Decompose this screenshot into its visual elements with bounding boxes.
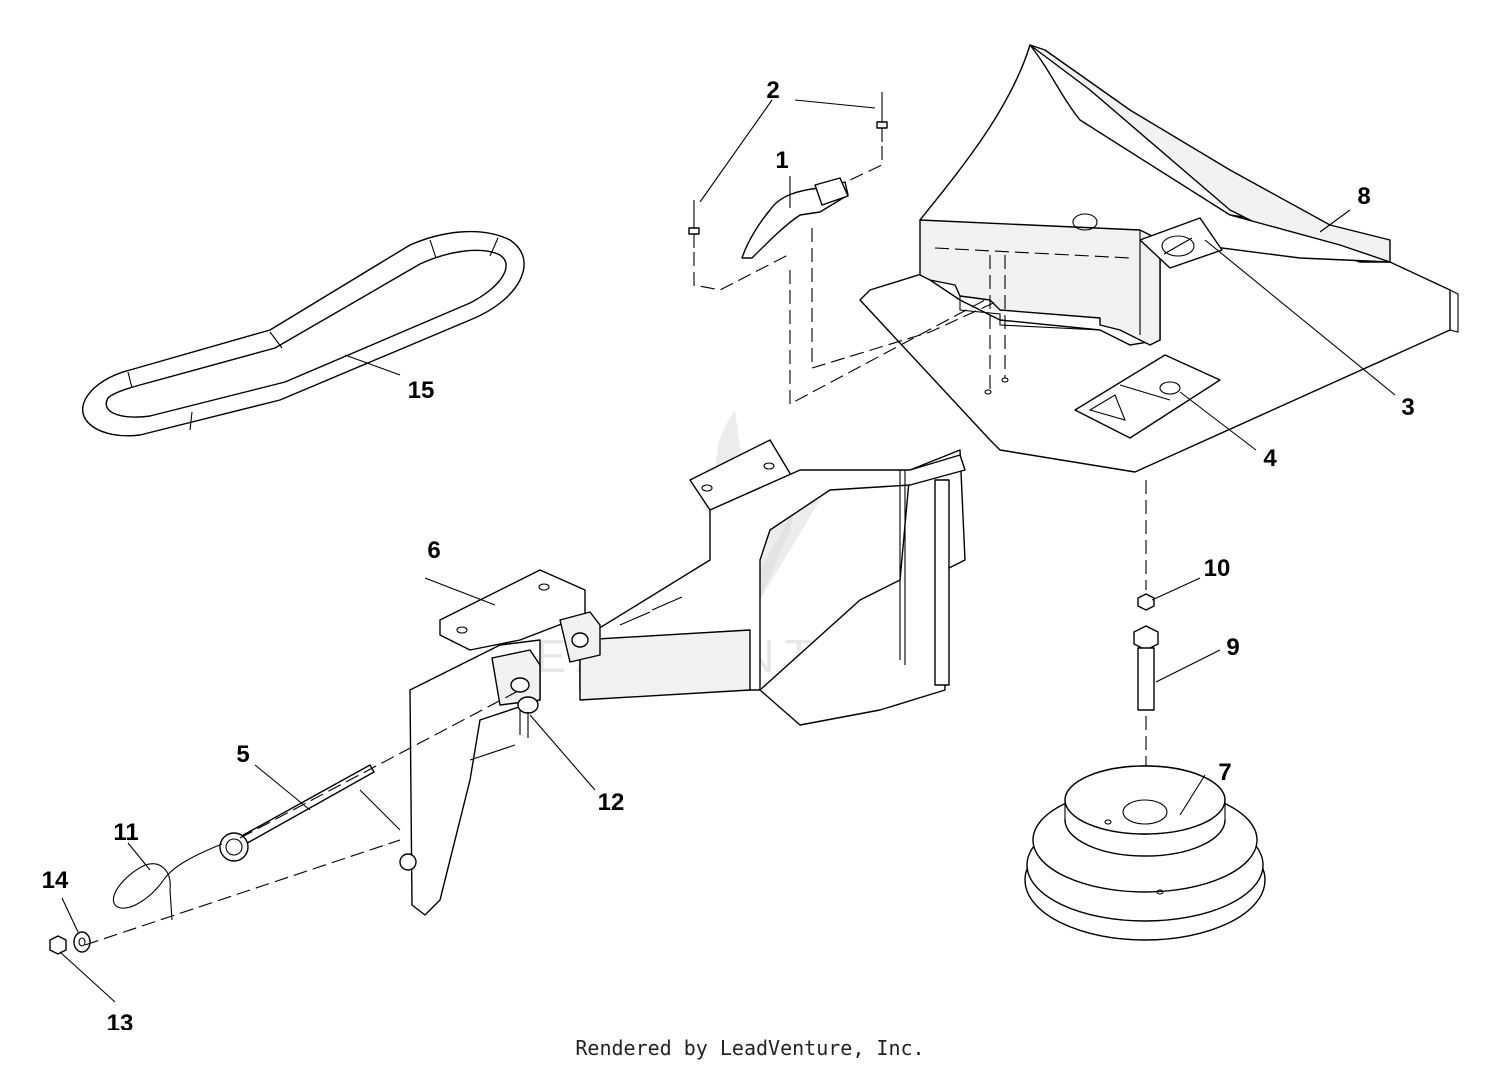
nut-10-part [1137,593,1155,611]
callout-11: 11 [113,819,138,846]
callout-14: 14 [42,867,69,894]
callout-2: 2 [766,77,779,104]
callout-12: 12 [598,789,625,816]
nut-part [49,935,67,955]
callout-4: 4 [1263,445,1277,472]
callout-3: 3 [1401,394,1414,421]
mounting-bracket-part [399,569,601,916]
deflector-bracket-part [579,439,966,726]
callout-13: 13 [107,1010,134,1030]
deck-cover-part [859,44,1459,473]
pin-part-right [876,92,888,142]
belt-part [82,230,525,437]
lanyard-part [112,843,223,921]
bolt-9-part [1133,625,1159,711]
bolt-part [517,696,539,738]
pulley-part [1024,765,1266,941]
callout-1: 1 [775,147,788,174]
callout-8: 8 [1357,183,1370,210]
callout-5: 5 [236,741,249,768]
callout-15: 15 [408,377,435,404]
footer-credit: Rendered by LeadVenture, Inc. [575,1036,925,1060]
callout-10: 10 [1204,555,1231,582]
callout-9: 9 [1226,634,1239,661]
washer-part [73,931,91,953]
callout-6: 6 [427,537,440,564]
pin-part-left [688,200,700,248]
decal-part [1074,354,1221,439]
callout-7: 7 [1218,759,1231,786]
latch-part [741,177,849,259]
exploded-parts-diagram: LEADVENTURE [42,44,1459,1030]
